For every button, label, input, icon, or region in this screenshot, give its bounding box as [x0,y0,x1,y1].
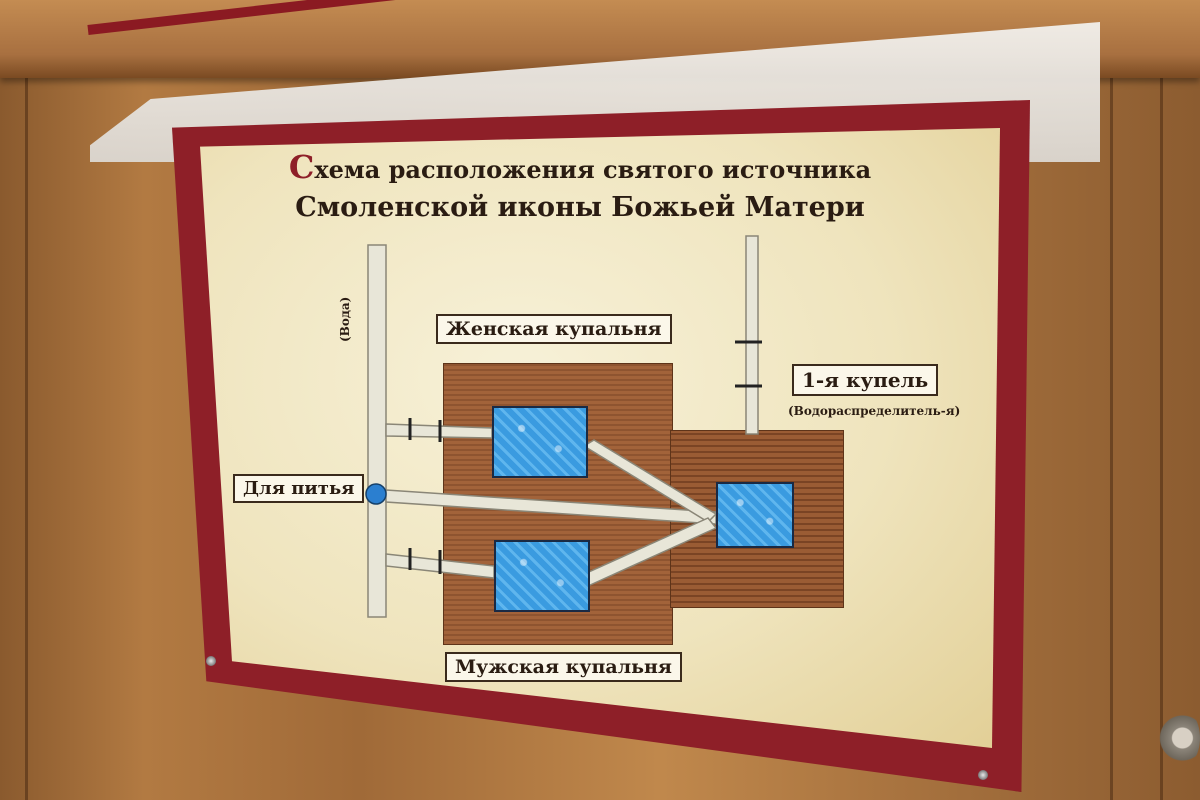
title-line-1-text: хема расположения святого источника [314,155,872,184]
plank-seam [1160,0,1163,800]
label-men-bath: Мужская купальня [445,652,682,682]
pipe-men-to-font [578,517,718,587]
plank-seam [25,0,28,800]
label-drinking: Для питья [233,474,365,503]
pool-women [492,406,588,478]
title-dropcap: С [288,148,315,186]
label-font-1: 1-я купель [792,364,939,396]
title-line-1: Схема расположения святого источника [270,148,890,189]
frame-bolt [978,770,988,780]
plank-seam [1110,0,1113,800]
drinking-tap-marker [365,483,387,505]
label-water: (Вода) [338,296,352,342]
pool-men [494,540,590,612]
main-water-pipe [367,244,387,618]
label-font-1-sub: (Водораспределитель-я) [788,404,961,418]
label-women-bath: Женская купальня [436,314,672,344]
pool-font [716,482,794,548]
sign-title: Схема расположения святого источника Смо… [270,148,890,227]
frame-bolt [206,656,216,666]
distribution-pipe [745,235,759,435]
door-hinge [1156,706,1200,770]
title-line-2: Смоленской иконы Божьей Матери [295,192,865,223]
